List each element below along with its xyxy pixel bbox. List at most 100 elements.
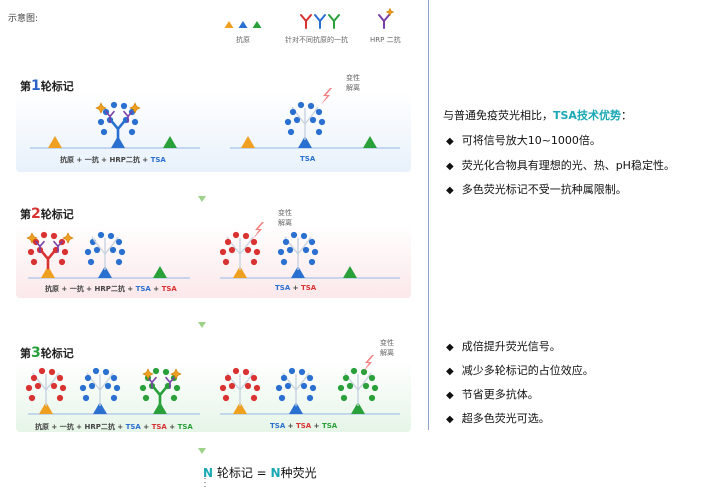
antibody-outline xyxy=(349,379,359,391)
legend-antigen-label: 抗原 xyxy=(236,36,250,44)
round-3-primary-antibody xyxy=(152,385,168,406)
round-2-fluorophore-dot xyxy=(232,231,240,239)
round-3-hrp-icon xyxy=(142,368,154,380)
round-2-fluorophore-dot xyxy=(115,238,123,246)
round-2-fluorophore-dot xyxy=(302,246,310,254)
legend-secondary-icon xyxy=(378,14,390,29)
round-3-fluorophore-dot xyxy=(110,394,118,402)
round-3-fluorophore-dot xyxy=(92,367,100,375)
benefit-item: 成倍提升荧光信号。 xyxy=(446,338,561,354)
round-3-fluorophore-dot xyxy=(38,367,46,375)
antibody-outline xyxy=(231,243,241,255)
round-3-fluorophore-dot xyxy=(350,367,358,375)
caption-part: TSA xyxy=(300,155,316,163)
antigen-triangle xyxy=(93,402,107,414)
round-3-fluorophore-dot xyxy=(278,394,286,402)
round-1-secondary-antibody xyxy=(123,110,133,123)
legend-title: 示意图: xyxy=(8,14,39,24)
legend-secondary-label: HRP 二抗 xyxy=(370,36,401,44)
advantages-heading: 与普通免疫荧光相比，TSA技术优势： xyxy=(443,109,632,122)
antibody-outline xyxy=(296,113,306,125)
round-2-denature-lightning xyxy=(253,222,264,239)
round-1-fluorophore-dot xyxy=(315,128,323,136)
caption-part: TSA xyxy=(135,285,151,293)
round-3-fluorophore-dot xyxy=(250,374,258,382)
benefit-item: 节省更多抗体。 xyxy=(446,386,539,402)
round-1-left-caption: 抗原 + 一抗 + HRP二抗 + TSA xyxy=(60,155,166,165)
antigen-triangle xyxy=(41,266,55,278)
advantage-item: 多色荧光标记不受一抗种属限制。 xyxy=(446,181,627,197)
round-3-fluorophore-dot xyxy=(309,384,317,392)
antibody-outline xyxy=(357,379,367,391)
round-1-denature-label: 变性 解离 xyxy=(346,74,360,92)
round-3-fluorophore-dot xyxy=(59,384,67,392)
antigen-triangle xyxy=(163,136,177,148)
round-2-fluorophore-dot xyxy=(300,232,308,240)
round-3-fluorophore-dot xyxy=(113,384,121,392)
round-1-secondary-antibody xyxy=(105,110,115,123)
caption-part: + xyxy=(150,285,162,293)
round-2-fluorophore-dot xyxy=(282,238,290,246)
round-3-fluorophore-dot xyxy=(280,374,288,382)
caption-part: + xyxy=(290,284,301,292)
antigen-triangle xyxy=(111,136,125,148)
round-2-fluorophore-dot xyxy=(253,248,261,256)
antibody-outline xyxy=(304,113,314,125)
antigen-triangle xyxy=(291,266,305,278)
legend-hrp-icon xyxy=(385,7,395,17)
round-2-number: 2 xyxy=(31,206,41,222)
antigen-triangle xyxy=(153,402,167,414)
round-1-fluorophore-dot xyxy=(309,116,317,124)
legend-primary-label: 针对不同抗原的一抗 xyxy=(285,36,348,44)
legend-antigen-orange-icon xyxy=(224,21,234,28)
round-3-secondary-antibody xyxy=(165,376,175,389)
round-1-fluorophore-dot xyxy=(293,116,301,124)
round-2-fluorophore-dot xyxy=(228,246,236,254)
round-3-fluorophore-dot xyxy=(162,368,170,376)
vertical-divider xyxy=(428,0,429,430)
round-2-fluorophore-dot xyxy=(224,238,232,246)
caption-part: TSA xyxy=(161,285,177,293)
round-1-fluorophore-dot xyxy=(307,102,315,110)
round-2-right-caption: TSA + TSA xyxy=(275,284,316,292)
flow-arrow-1-icon xyxy=(198,196,206,202)
round-3-fluorophore-dot xyxy=(368,394,376,402)
round-3-fluorophore-dot xyxy=(362,382,370,390)
legend-primary-blue-icon xyxy=(314,14,326,29)
round-1-fluorophore-dot xyxy=(100,128,108,136)
caption-part: TSA xyxy=(151,423,167,431)
antigen-triangle xyxy=(241,136,255,148)
round-3-fluorophore-dot xyxy=(56,394,64,402)
round-2-fluorophore-dot xyxy=(250,258,258,266)
round-2-fluorophore-dot xyxy=(250,238,258,246)
flow-arrow-2-icon xyxy=(198,322,206,328)
round-1-fluorophore-dot xyxy=(120,102,128,110)
antibody-outline xyxy=(247,372,254,381)
round-3-fluorophore-dot xyxy=(222,394,230,402)
formula-n-rounds: N xyxy=(203,466,214,480)
round-3-fluorophore-dot xyxy=(337,384,345,392)
antibody-outline xyxy=(231,379,241,391)
antibody-outline xyxy=(303,372,310,381)
round-3-fluorophore-dot xyxy=(224,374,232,382)
round-3-fluorophore-dot xyxy=(288,367,296,375)
round-3-fluorophore-dot xyxy=(50,382,58,390)
round-3-fluorophore-dot xyxy=(219,384,227,392)
round-1-fluorophore-dot xyxy=(110,101,118,109)
round-2-fluorophore-dot xyxy=(277,248,285,256)
round-2-fluorophore-dot xyxy=(308,238,316,246)
caption-part: 抗原 + 一抗 + HRP二抗 + xyxy=(60,156,151,164)
legend-primary-green-icon xyxy=(328,14,340,29)
antigen-triangle xyxy=(289,402,303,414)
caption-part: 抗原 + 一抗 + HRP二抗 + xyxy=(45,285,136,293)
round-2-panel xyxy=(16,222,411,298)
round-2-primary-antibody xyxy=(40,249,56,270)
round-3-fluorophore-dot xyxy=(244,382,252,390)
round-3-fluorophore-dot xyxy=(300,382,308,390)
round-3-fluorophore-dot xyxy=(84,374,92,382)
round-3-fluorophore-dot xyxy=(56,374,64,382)
round-2-fluorophore-dot xyxy=(40,231,48,239)
round-2-secondary-antibody xyxy=(35,240,45,253)
round-3-fluorophore-dot xyxy=(102,368,110,376)
antibody-outline xyxy=(295,379,305,391)
